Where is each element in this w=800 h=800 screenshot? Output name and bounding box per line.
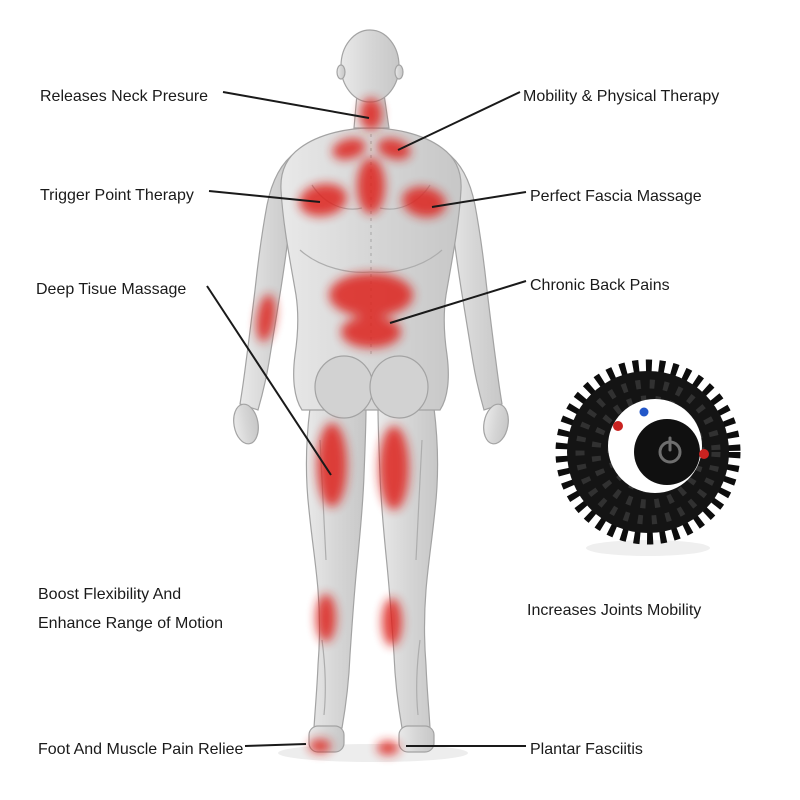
left-arm [233,150,297,445]
ball-shadow [586,540,710,556]
label-trigger-point-therapy: Trigger Point Therapy [40,187,194,204]
pain-highlight-left-shoulder [299,183,347,217]
label-boost-flexibility: Boost Flexibility And Enhance Range of M… [38,586,224,632]
left-glute [314,355,374,419]
pain-highlight-neck [360,98,382,130]
pain-highlight-mid-back [329,273,413,317]
right-ear [394,64,404,80]
callout-line-foot [244,743,307,747]
human-figure [233,29,509,753]
callout-line-neck [222,91,370,119]
ball-spikes [555,359,741,545]
label-increases-joints-mobility: Increases Joints Mobility [527,602,702,619]
callout-line-chronic [389,280,527,324]
pain-highlight-right-knee [382,598,402,646]
label-plantar-fasciitis: Plantar Fasciitis [530,741,643,758]
pain-highlight-right-hamstring [379,426,409,510]
ball-red-dot-left [613,421,623,431]
pain-highlight-left-forearm [256,294,276,342]
pain-highlight-left-knee [316,594,336,642]
label-perfect-fascia-massage: Perfect Fascia Massage [530,188,702,205]
callout-line-deep-tissue [206,285,332,476]
label-chronic-back-pains: Chronic Back Pains [530,277,670,294]
pain-highlight-right-shoulder [402,186,446,218]
pain-highlight-right-heel [377,741,399,755]
pain-highlight-lower-back [341,316,401,348]
label-deep-tissue-massage: Deep Tisue Massage [36,281,187,298]
head [340,29,400,103]
callout-line-trigger [208,190,321,203]
left-ear [336,64,346,80]
label-releases-neck-pressure: Releases Neck Presure [40,88,209,105]
right-glute [369,355,429,419]
ball-blue-dot [639,407,649,417]
ball-center [634,419,700,485]
callout-line-fascia [431,191,527,208]
pain-highlight-right-trap [377,138,411,160]
pain-highlight-upper-spine [357,158,385,214]
callout-line-mobility [397,91,521,151]
ball-red-dot-right [699,449,709,459]
pain-highlight-left-trap [332,138,366,160]
massage-ball-illustration [555,359,741,556]
pain-highlights [256,98,446,755]
pain-highlight-left-heel [309,739,331,753]
pain-highlight-left-hamstring [317,423,347,507]
label-mobility-physical-therapy: Mobility & Physical Therapy [523,88,720,105]
power-button-icon [658,436,682,464]
label-foot-muscle-pain-relief: Foot And Muscle Pain Reliee [38,741,244,758]
callout-lines [206,91,527,747]
